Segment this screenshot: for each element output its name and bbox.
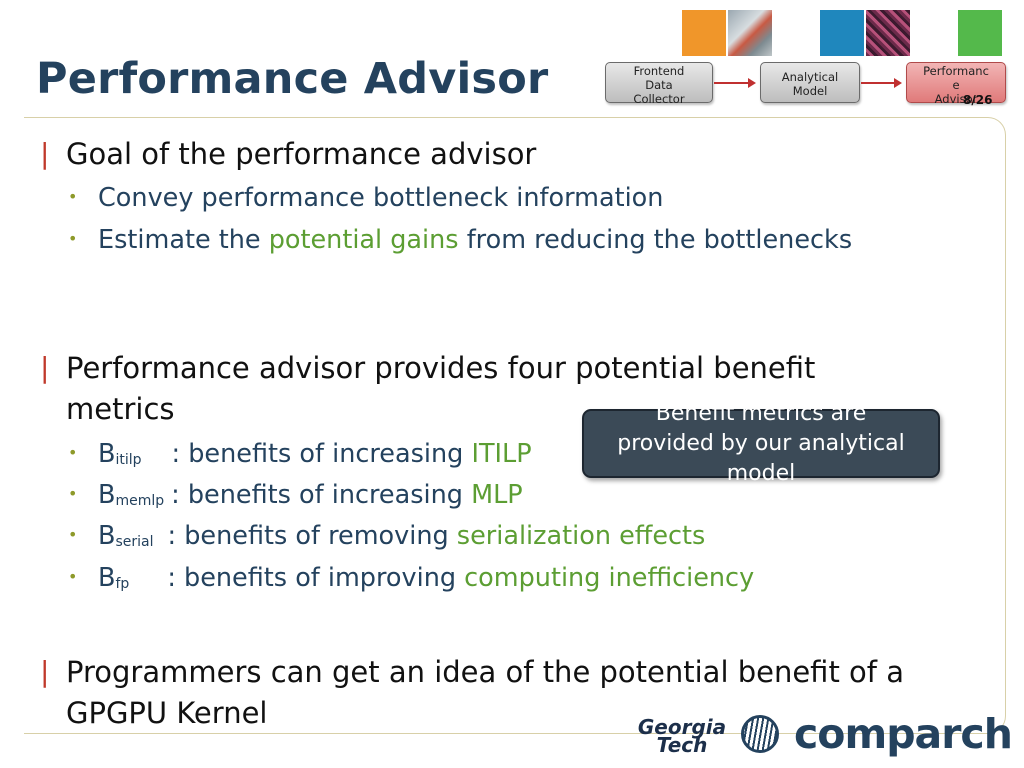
bullet-convey: Convey performance bottleneck informatio… <box>98 183 664 213</box>
bullet-icon: • <box>68 525 78 544</box>
section-marker: | <box>40 655 50 688</box>
bullet-icon: • <box>68 187 78 206</box>
section-marker: | <box>40 351 50 384</box>
bullet-icon: • <box>68 229 78 248</box>
section-heading-metrics-2: metrics <box>66 392 175 426</box>
bullet-icon: • <box>68 443 78 462</box>
flow-arrow-icon <box>861 78 902 88</box>
bullet-icon: • <box>68 567 78 586</box>
thumbnail-chip <box>866 10 910 56</box>
metric-item-memlp: Bmemlp: benefits of increasing MLP <box>98 480 523 510</box>
comparch-mark-icon <box>741 715 779 753</box>
slide-title: Performance Advisor <box>36 54 549 104</box>
callout-benefit-metrics: Benefit metrics are provided by our anal… <box>582 401 940 486</box>
thumbnail-orange <box>682 10 726 56</box>
flow-box-performance-advisor: Performanc e Advisor <box>906 62 1006 106</box>
metric-item-fp: Bfp: benefits of improving computing ine… <box>98 563 755 593</box>
comparch-logo: comparch <box>794 710 1013 758</box>
section-heading-programmers-1: Programmers can get an idea of the poten… <box>66 655 904 689</box>
content-frame <box>24 117 1006 734</box>
bullet-icon: • <box>68 484 78 503</box>
section-heading-programmers-2: GPGPU Kernel <box>66 696 268 730</box>
georgia-tech-logo: Georgia Tech <box>637 715 727 757</box>
section-heading-metrics-1: Performance advisor provides four potent… <box>66 351 816 385</box>
flow-box-analytical-model: Analytical Model <box>760 62 860 103</box>
thumbnail-green <box>958 10 1002 56</box>
flow-box-frontend-data-collector: Frontend Data Collector <box>605 62 713 106</box>
flow-arrow-icon <box>714 78 756 88</box>
bullet-estimate: Estimate the potential gains from reduci… <box>98 225 853 255</box>
section-heading-goal: Goal of the performance advisor <box>66 137 537 171</box>
section-marker: | <box>40 137 50 170</box>
metric-item-itilp: Bitilp: benefits of increasing ITILP <box>98 439 532 469</box>
page-number: 8/26 <box>963 93 993 107</box>
thumbnail-blue <box>820 10 864 56</box>
thumbnail-photo <box>728 10 772 56</box>
metric-item-serial: Bserial: benefits of removing serializat… <box>98 521 706 551</box>
